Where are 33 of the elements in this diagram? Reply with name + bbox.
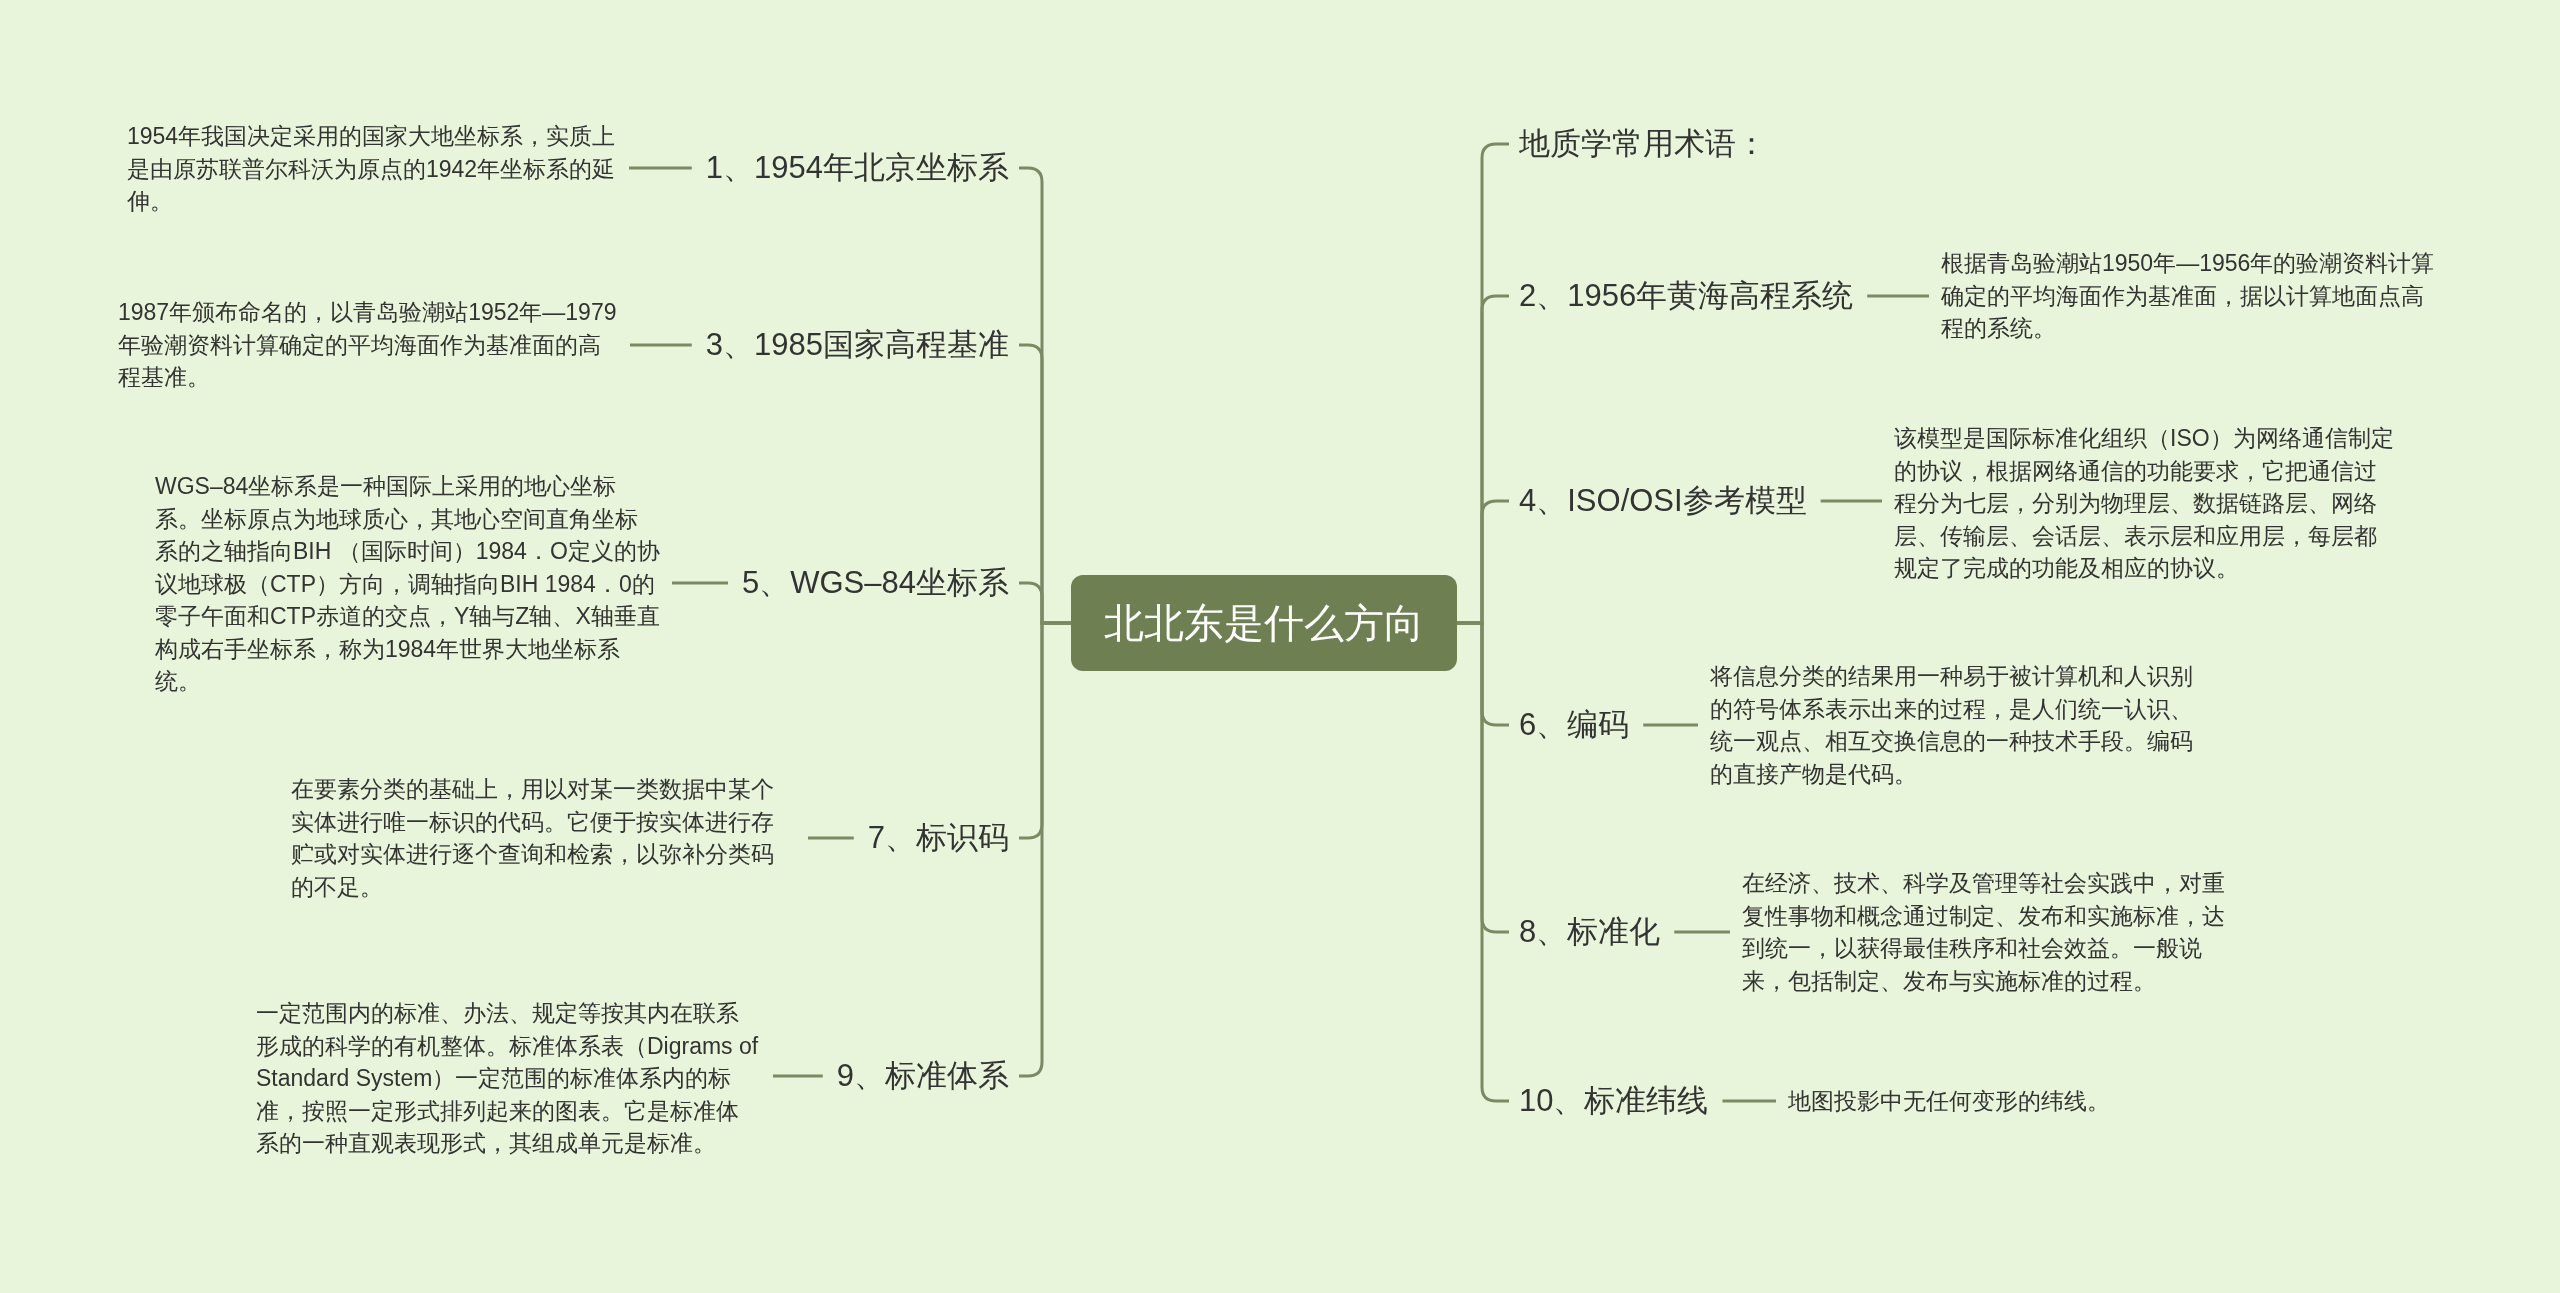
connector-line [1722,1099,1776,1103]
description-text: 根据青岛验潮站1950年—1956年的验潮资料计算确定的平均海面作为基准面，据以计算地面点高程的系统。 [1941,247,2446,345]
branch-label: 10、标准纬线 [1519,1080,1709,1122]
description-text: 在要素分类的基础上，用以对某一类数据中某个实体进行唯一标识的代码。它便于按实体进行存贮或对实体进行逐个查询和检索，以弥补分类码的不足。 [291,773,796,903]
branch-label: 地质学常用术语： [1519,123,1767,165]
branch-label: 7、标识码 [867,817,1009,859]
branch-label: 3、1985国家高程基准 [705,324,1009,366]
description-text: WGS–84坐标系是一种国际上采用的地心坐标系。坐标原点为地球质心，其地心空间直角坐标系的之轴指向BIH （国际时间）1984．O定义的协议地球极（CTP）方向，调轴指向BIH 1984．0的零子午面和CTP赤道的交点，Y轴与Z轴、X轴垂直构成右手坐标系，称为1984年世界大地坐标系统。 [155,470,660,698]
description-text: 将信息分类的结果用一种易于被计算机和人识别的符号体系表示出来的过程，是人们统一认识、统一观点、相互交换信息的一种技术手段。编码的直接产物是代码。 [1710,660,2215,790]
branch-label: 1、1954年北京坐标系 [705,147,1009,189]
connector-line [629,166,692,170]
connector-line [1019,621,1071,1078]
description-text: 该模型是国际标准化组织（ISO）为网络通信制定的协议，根据网络通信的功能要求，它把通信过程分为七层，分别为物理层、数据链路层、网络层、传输层、会话层、表示层和应用层，每层都规定了完成的功能及相应的协议。 [1894,421,2399,585]
branch-label: 2、1956年黄海高程系统 [1519,275,1854,317]
connector-line [630,343,692,347]
branch-label: 4、ISO/OSI参考模型 [1519,480,1807,522]
branch-label: 8、标准化 [1519,911,1661,953]
description-text: 一定范围内的标准、办法、规定等按其内在联系形成的科学的有机整体。标准体系表（Digrams of Standard System）一定范围的标准体系内的标准，按照一定形式排列起来的图表。它是标准体系的一种直观表现形式，其组成单元是标准。 [256,996,761,1160]
connector-line [1820,499,1882,503]
description-text: 1987年颁布命名的，以青岛验潮站1952年—1979年验潮资料计算确定的平均海面作为基准面的高程基准。 [118,296,618,394]
connector-line [808,836,854,840]
connector-line [672,581,728,585]
branch-label: 9、标准体系 [836,1055,1009,1097]
branch-label: 5、WGS–84坐标系 [742,562,1009,604]
connector-line [1643,723,1698,727]
central-topic-box: 北北东是什么方向 [1071,575,1457,671]
connector-line [773,1074,823,1078]
branch-label: 6、编码 [1519,704,1630,746]
description-text: 1954年我国决定采用的国家大地坐标系，实质上是由原苏联普尔科沃为原点的1942年坐标系的延伸。 [127,120,617,218]
connector-line [1674,930,1730,934]
description-text: 地图投影中无任何变形的纬线。 [1788,1084,2293,1118]
connector-line [1867,294,1929,298]
description-text: 在经济、技术、科学及管理等社会实践中，对重复性事物和概念通过制定、发布和实施标准，达到统一，以获得最佳秩序和社会效益。一般说来，包括制定、发布与实施标准的过程。 [1742,867,2247,997]
